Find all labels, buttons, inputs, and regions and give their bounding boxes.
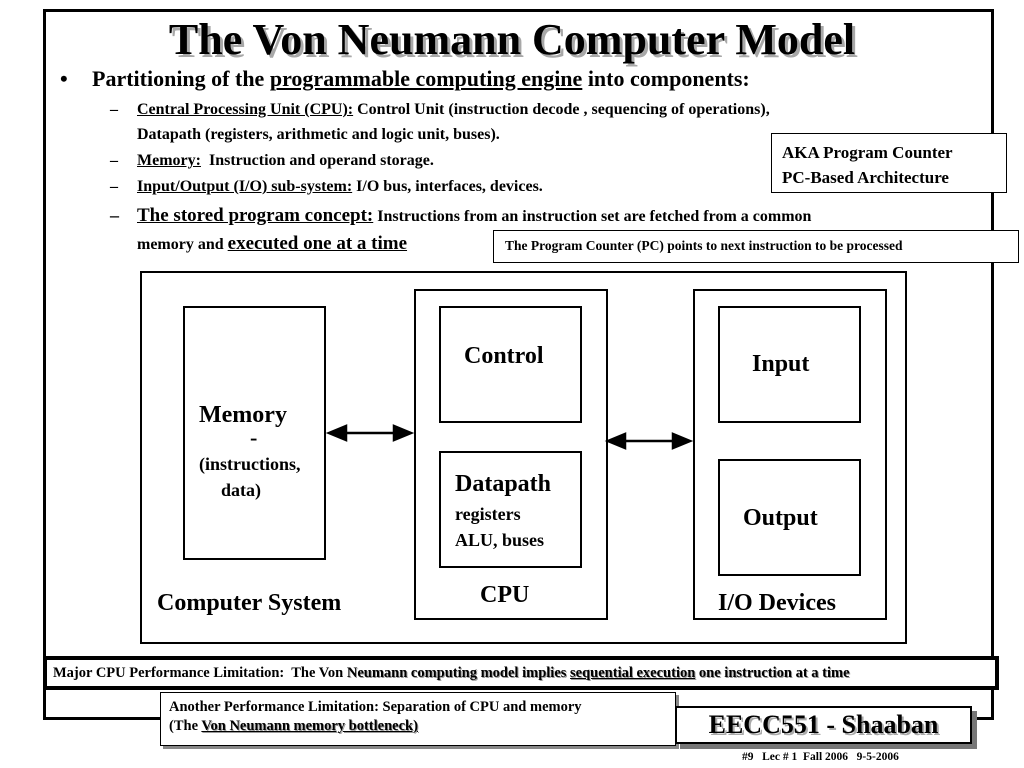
bottleneck-note: Another Performance Limitation: Separati… — [160, 692, 676, 746]
datapath-line2: ALU, buses — [455, 530, 545, 550]
sub-line2-stored-pre: memory and — [137, 236, 224, 253]
banner-pre: Major CPU Performance Limitation: The Vo… — [53, 665, 347, 681]
pc-callout: The Program Counter (PC) points to next … — [493, 230, 1019, 263]
memory-box — [183, 306, 326, 560]
aka-callout: AKA Program Counter PC-Based Architectur… — [771, 133, 1007, 193]
cpu-io-arrow-icon — [604, 432, 694, 450]
sub-text-cpu: Control Unit (instruction decode , seque… — [353, 101, 770, 118]
sub-dash-stored: – — [110, 205, 119, 225]
performance-limitation-banner: Major CPU Performance Limitation: The Vo… — [43, 656, 999, 690]
control-label: Control — [464, 343, 544, 369]
memory-cpu-arrow-icon — [325, 424, 415, 442]
output-box — [718, 459, 861, 576]
note2-line2-underlined: Von Neumann memory bottleneck) — [201, 718, 418, 734]
memory-detail1: (instructions, — [199, 454, 301, 474]
banner-post: one instruction at a time — [695, 665, 850, 681]
memory-title: Memory — [199, 402, 287, 428]
sub-text-io: I/O bus, interfaces, devices. — [352, 178, 543, 195]
sub-item-cpu: Central Processing Unit (CPU): Control U… — [137, 101, 770, 119]
sub-dash-memory: – — [110, 152, 118, 169]
sub-line2-stored: memory and executed one at a time — [137, 233, 407, 255]
control-box — [439, 306, 582, 423]
note2-line2-pre: (The — [169, 718, 202, 734]
sub-dash-cpu: – — [110, 101, 118, 118]
note2-line2: (The Von Neumann memory bottleneck) — [169, 717, 667, 736]
memory-dash: - — [250, 425, 258, 450]
input-label: Input — [752, 351, 810, 377]
bullet-marker: • — [60, 66, 68, 91]
banner-mid: Neumann computing model implies — [346, 665, 571, 681]
sub-item-io: Input/Output (I/O) sub-system: I/O bus, … — [137, 178, 543, 196]
bullet-underlined: programmable computing engine — [269, 66, 583, 91]
sub-item-memory: Memory: Instruction and operand storage. — [137, 152, 434, 170]
cpu-label: CPU — [480, 582, 530, 608]
sub-dash-io: – — [110, 178, 118, 195]
main-bullet: • Partitioning of the programmable comput… — [60, 66, 750, 92]
memory-detail2: data) — [221, 480, 261, 500]
sub-item-stored: The stored program concept: Instructions… — [137, 205, 811, 227]
course-brand: EECC551 - Shaaban — [675, 706, 972, 744]
input-box — [718, 306, 861, 423]
output-label: Output — [743, 505, 818, 531]
note2-line1: Another Performance Limitation: Separati… — [169, 699, 582, 715]
io-devices-label: I/O Devices — [718, 590, 836, 616]
sub-line2-stored-underlined: executed one at a time — [227, 233, 408, 254]
slide-number: #9 Lec # 1 Fall 2006 9-5-2006 — [742, 751, 899, 763]
sub-label-cpu: Central Processing Unit (CPU): — [137, 101, 354, 118]
sub-text-stored: Instructions from an instruction set are… — [373, 208, 812, 225]
datapath-title: Datapath — [455, 471, 552, 497]
datapath-line1: registers — [455, 504, 521, 524]
slide-title: The Von Neumann Computer Model — [168, 15, 856, 64]
sub-label-stored: The stored program concept: — [137, 205, 374, 226]
aka-line1: AKA Program Counter — [782, 143, 953, 162]
computer-system-label: Computer System — [157, 590, 342, 616]
sub-line2-cpu: Datapath (registers, arithmetic and logi… — [137, 126, 500, 143]
banner-underlined: sequential execution — [570, 665, 696, 681]
sub-label-io: Input/Output (I/O) sub-system: — [137, 178, 353, 195]
computer-system-box — [140, 271, 907, 644]
bullet-pre: Partitioning of the — [92, 66, 265, 91]
bullet-post: into components: — [587, 66, 750, 91]
datapath-box — [439, 451, 582, 568]
sub-text-memory: Instruction and operand storage. — [200, 152, 434, 169]
sub-label-memory: Memory: — [137, 152, 201, 169]
aka-line2: PC-Based Architecture — [782, 168, 949, 187]
